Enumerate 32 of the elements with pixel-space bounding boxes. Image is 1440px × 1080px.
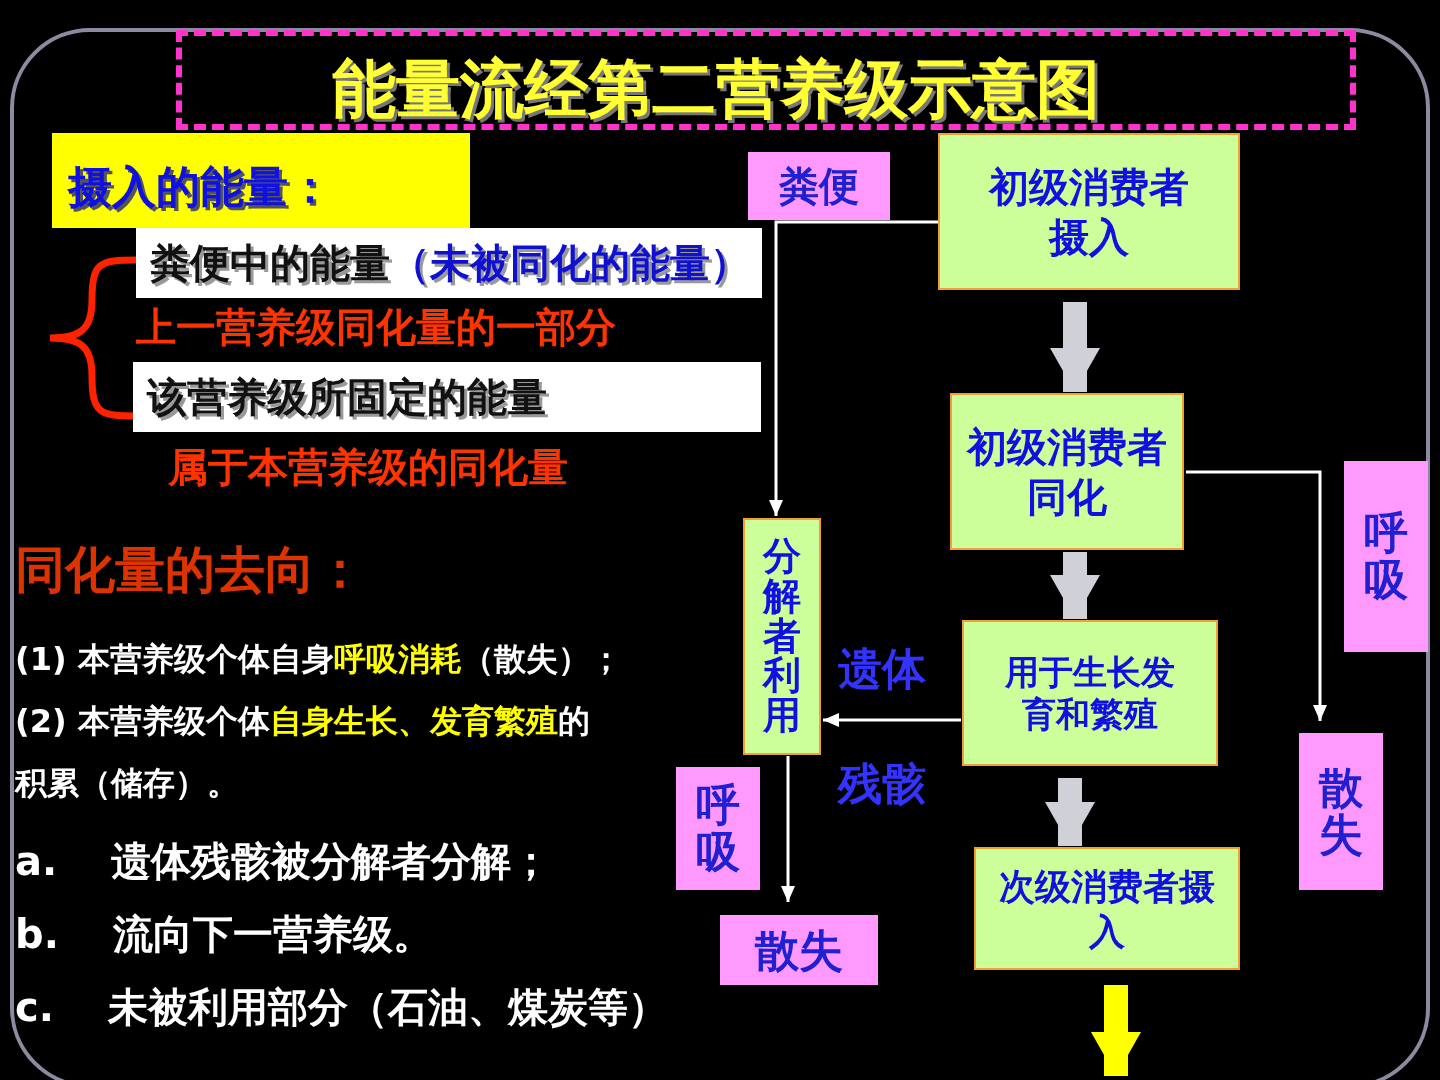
process-box: 次级消费者摄入 — [974, 847, 1240, 970]
block-arrow — [1091, 985, 1141, 1076]
list-item: (1) 本营养级个体自身呼吸消耗（散失）； — [15, 639, 622, 680]
list-item: a. 遗体残骸被分解者分解； — [15, 837, 552, 886]
tag-box: 散失 — [720, 915, 878, 985]
arrow — [823, 713, 961, 727]
tag-box: 呼吸 — [1344, 461, 1428, 652]
text-box: 粪便中的能量（未被同化的能量） — [136, 228, 762, 298]
annotation-text: 残骸 — [838, 758, 926, 811]
block-arrow — [1045, 778, 1095, 846]
heading-text: 同化量的去向： — [15, 540, 365, 600]
arrow — [769, 220, 938, 516]
edge-label: 遗体 — [838, 642, 926, 696]
highlight-box: 摄入的能量： — [52, 133, 470, 228]
list-item: c. 未被利用部分（石油、煤炭等） — [15, 983, 668, 1032]
list-item: b. 流向下一营养级。 — [15, 910, 433, 959]
process-box: 用于生长发育和繁殖 — [962, 620, 1218, 766]
block-arrow — [1050, 552, 1100, 619]
block-arrow — [1050, 302, 1100, 392]
process-box: 分解者利用 — [743, 518, 821, 755]
list-item: (2) 本营养级个体自身生长、发育繁殖的积累（储存）。 — [15, 701, 591, 805]
tag-box: 粪便 — [748, 152, 890, 220]
title: 能量流经第二营养级示意图 — [332, 51, 1100, 128]
annotation-text: 属于本营养级的同化量 — [168, 443, 568, 492]
text-box: 该营养级所固定的能量 — [133, 362, 761, 432]
process-box: 初级消费者同化 — [950, 393, 1184, 550]
arrow — [781, 756, 795, 902]
tag-box: 散失 — [1299, 733, 1383, 890]
annotation-text: 上一营养级同化量的一部分 — [136, 303, 616, 352]
arrow — [1186, 470, 1327, 721]
tag-box: 呼吸 — [676, 767, 760, 890]
process-box: 初级消费者摄入 — [938, 133, 1240, 290]
